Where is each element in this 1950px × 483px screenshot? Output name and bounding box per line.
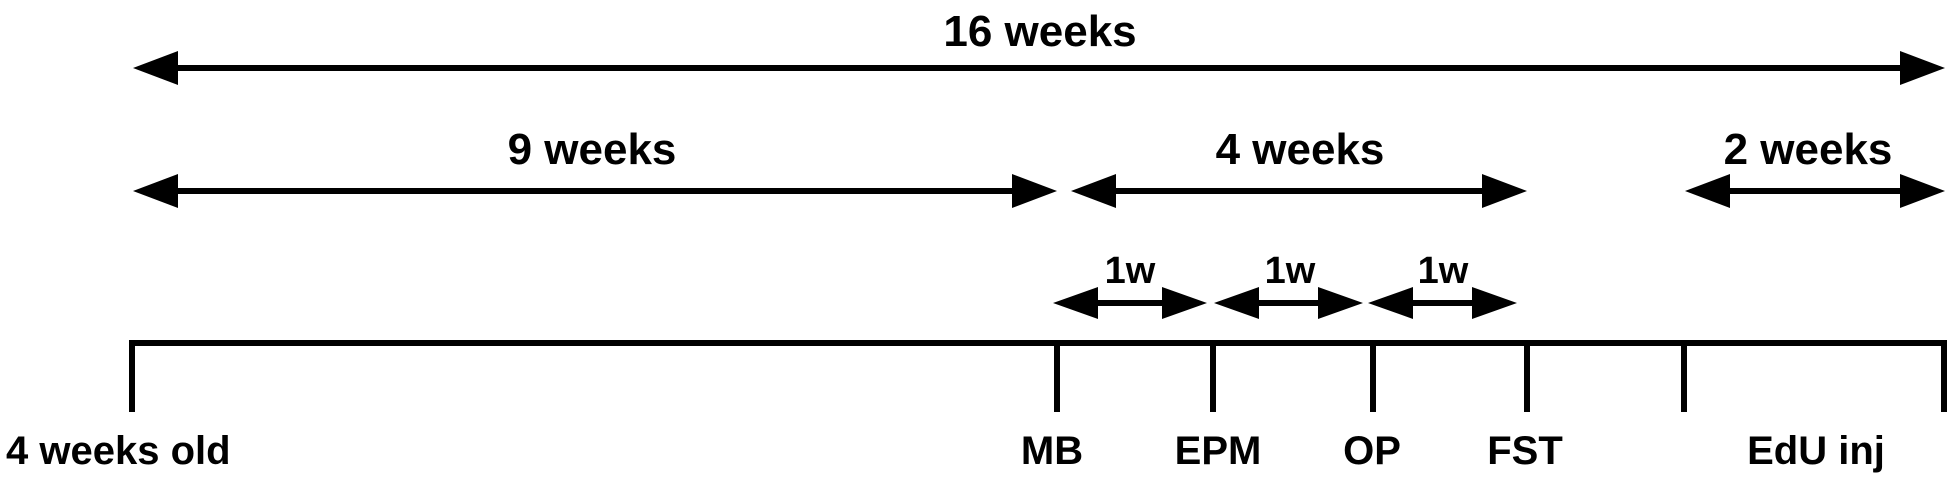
arrowhead-right bbox=[1900, 174, 1945, 208]
arrowhead-left bbox=[1214, 287, 1259, 319]
arrowhead-left bbox=[1071, 174, 1116, 208]
arrowhead-right bbox=[1472, 287, 1517, 319]
label-4-weeks: 4 weeks bbox=[1216, 125, 1385, 174]
arrow-1w-mb-epm bbox=[1053, 287, 1207, 319]
label-1w-op-fst: 1w bbox=[1418, 250, 1469, 292]
arrowhead-left bbox=[1053, 287, 1098, 319]
milestone-edu: EdU inj bbox=[1747, 429, 1885, 473]
arrowhead-right bbox=[1162, 287, 1207, 319]
arrowhead-right bbox=[1318, 287, 1363, 319]
arrowhead-left bbox=[1368, 287, 1413, 319]
label-1w-epm-op: 1w bbox=[1265, 250, 1316, 292]
arrowhead-left bbox=[133, 51, 178, 85]
milestone-epm: EPM bbox=[1175, 429, 1262, 473]
arrow-16-weeks bbox=[133, 51, 1945, 85]
arrow-4-weeks bbox=[1071, 174, 1527, 208]
arrow-2-weeks bbox=[1685, 174, 1945, 208]
label-1w-mb-epm: 1w bbox=[1105, 250, 1156, 292]
label-16-weeks: 16 weeks bbox=[943, 7, 1136, 56]
arrowhead-right bbox=[1012, 174, 1057, 208]
milestone-mb: MB bbox=[1021, 429, 1083, 473]
arrow-1w-epm-op bbox=[1214, 287, 1363, 319]
milestone-op: OP bbox=[1343, 429, 1401, 473]
label-9-weeks: 9 weeks bbox=[508, 125, 677, 174]
milestone-start: 4 weeks old bbox=[6, 429, 231, 473]
label-2-weeks: 2 weeks bbox=[1724, 125, 1893, 174]
arrowhead-right bbox=[1482, 174, 1527, 208]
arrow-1w-op-fst bbox=[1368, 287, 1517, 319]
arrowhead-left bbox=[133, 174, 178, 208]
arrowhead-right bbox=[1900, 51, 1945, 85]
arrowhead-left bbox=[1685, 174, 1730, 208]
milestone-fst: FST bbox=[1487, 429, 1563, 473]
arrow-9-weeks bbox=[133, 174, 1057, 208]
timeline-axis bbox=[129, 340, 1947, 412]
